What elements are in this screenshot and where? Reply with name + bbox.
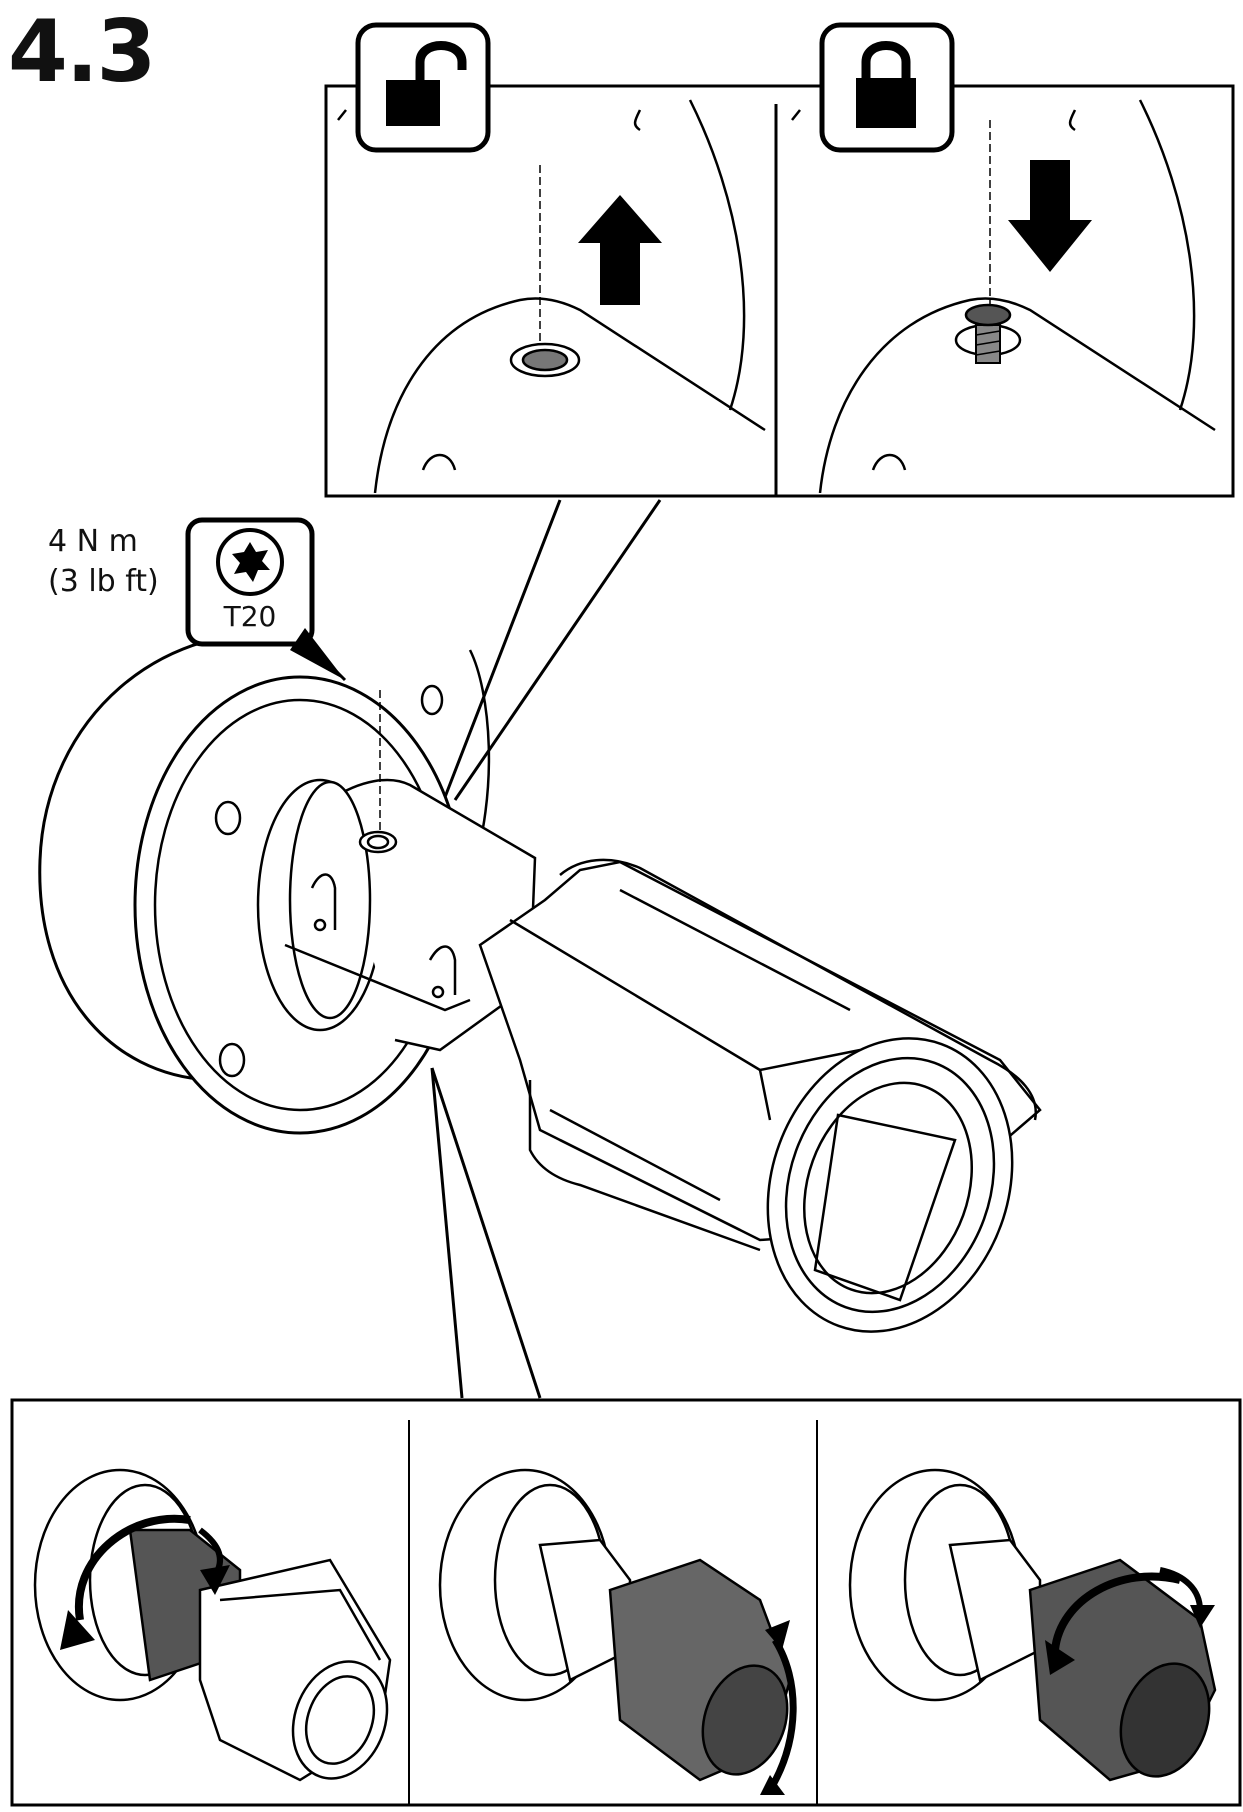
step-rotate-mount [33,1468,392,1782]
step-rotate-body [438,1468,797,1795]
tighten-arrow-icon [1008,160,1092,272]
unlock-icon [355,22,491,153]
torx-icon [232,542,270,582]
tool-badge [185,517,347,682]
torque-spec-overlay: 4 N m (3 lb ft) [48,522,159,602]
step-rotate-lens [848,1468,1217,1782]
top-detail-panel [324,22,1235,811]
step-number-overlay: 4.3 [8,2,156,102]
lock-icon [819,22,955,153]
locked-scene [791,99,1216,493]
camera-main [38,631,1042,1399]
unlocked-scene [337,99,766,493]
lift-arrow-icon [578,195,662,305]
torque-metric-overlay: 4 N m [48,524,138,559]
torque-imperial-overlay: (3 lb ft) [48,564,159,599]
tool-label-overlay: T20 [223,600,277,633]
